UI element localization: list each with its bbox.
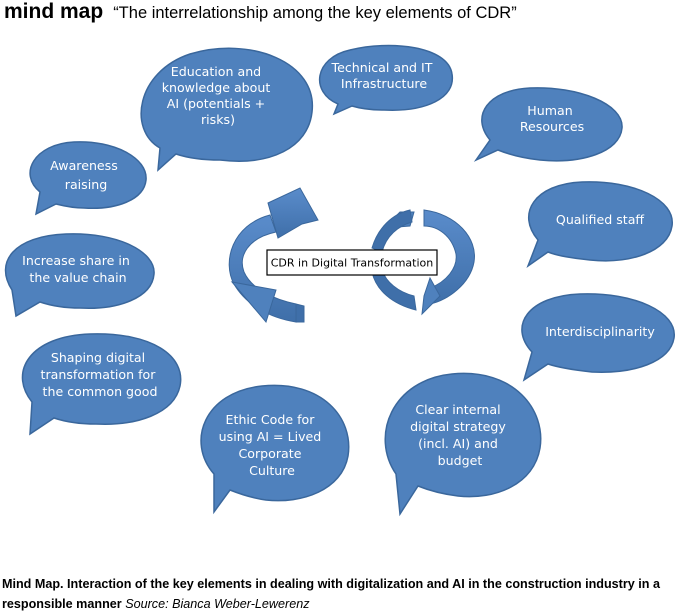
right-lower-arrowhead <box>421 276 441 316</box>
bubble-shape <box>318 44 453 116</box>
page-subtitle: “The interrelationship among the key ele… <box>113 4 517 22</box>
left-lower-arrowhead <box>230 281 277 324</box>
bubble-ethic: Ethic Code for using AI = Lived Corporat… <box>200 384 350 515</box>
bubble-label: Awareness raising <box>50 158 122 192</box>
bubble-label: Clear internal digital strategy (incl. A… <box>410 402 510 468</box>
caption-text: Mind Map. Interaction of the key element… <box>2 577 660 611</box>
bubble-shape <box>4 233 155 318</box>
bubble-label: Ethic Code for using AI = Lived Corporat… <box>219 412 326 478</box>
center-node: CDR in Digital Transformation <box>266 249 438 276</box>
bubble-shape <box>526 181 673 269</box>
bubble-human: Human Resources <box>473 87 623 162</box>
bubble-label: Technical and IT Infrastructure <box>331 60 437 91</box>
caption-source: Source: Bianca Weber-Lewerenz <box>125 597 310 611</box>
bubble-shape <box>200 384 350 515</box>
bubble-label: Shaping digital transformation for the c… <box>41 350 160 399</box>
bubble-awareness: Awareness raising <box>29 141 147 216</box>
inner-swoosh-lower <box>371 269 417 311</box>
bubble-label: Qualified staff <box>556 212 645 227</box>
mind-map-diagram: CDR in Digital Transformation Education … <box>4 44 675 517</box>
center-node-box <box>266 249 438 276</box>
bubble-shape <box>29 141 147 216</box>
center-left-lower-band <box>295 303 305 323</box>
bubble-share: Increase share in the value chain <box>4 233 155 318</box>
bubble-label: Increase share in the value chain <box>22 253 134 285</box>
page-title: mind map <box>4 0 104 23</box>
bubble-label: Interdisciplinarity <box>545 324 655 339</box>
left-arrowhead <box>267 187 319 239</box>
bubble-shape <box>521 293 675 382</box>
bubble-qualified: Qualified staff <box>526 181 673 269</box>
bubble-technical: Technical and IT Infrastructure <box>318 44 453 116</box>
bubble-shape <box>473 87 623 162</box>
bubble-education: Education and knowledge about AI (potent… <box>140 47 313 172</box>
inner-swoosh <box>371 209 413 253</box>
figure-caption: Mind Map. Interaction of the key element… <box>2 574 682 614</box>
header: mind map “The interrelationship among the… <box>4 0 517 30</box>
center-node-label: CDR in Digital Transformation <box>271 257 434 270</box>
bubble-label: Human Resources <box>520 103 584 134</box>
bubble-strategy: Clear internal digital strategy (incl. A… <box>384 372 542 517</box>
bubble-shaping: Shaping digital transformation for the c… <box>21 333 182 436</box>
bubble-interdisciplinarity: Interdisciplinarity <box>521 293 675 382</box>
bubble-shape <box>140 47 313 172</box>
bubble-shape <box>384 372 542 517</box>
bubble-label: Education and knowledge about AI (potent… <box>162 64 275 127</box>
bubble-shape <box>21 333 182 436</box>
cycle-arrows-icon <box>228 187 475 324</box>
